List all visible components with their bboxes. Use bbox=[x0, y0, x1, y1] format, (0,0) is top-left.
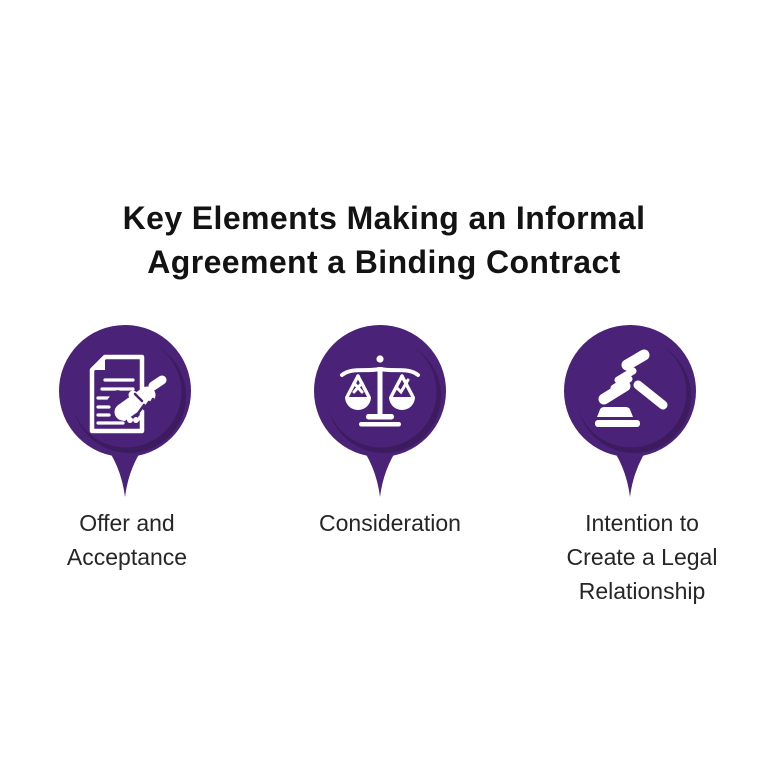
contract-handshake-icon bbox=[89, 354, 167, 434]
pin-marker-offer-acceptance bbox=[59, 325, 191, 497]
pin-marker-consideration bbox=[314, 325, 446, 497]
item-label-offer-acceptance: Offer and Acceptance bbox=[66, 510, 188, 570]
item-label-intention: Intention to Create a Legal Relationship bbox=[566, 510, 718, 604]
scales-of-justice-icon bbox=[340, 355, 420, 427]
pin-marker-intention bbox=[564, 325, 696, 497]
infographic-title: Key Elements Making an Informal Agreemen… bbox=[122, 200, 646, 280]
gavel-icon bbox=[595, 349, 668, 427]
item-label-consideration: Consideration bbox=[319, 510, 461, 536]
